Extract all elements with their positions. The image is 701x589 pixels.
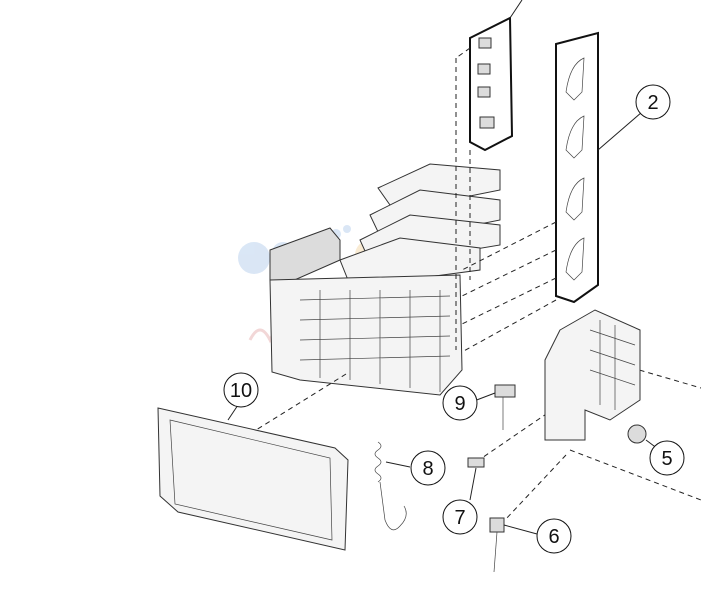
front-cover-part <box>157 404 349 551</box>
callout-8: 8 <box>410 450 446 486</box>
callout-7: 7 <box>442 499 478 535</box>
callout-label-7: 7 <box>454 507 465 529</box>
callout-label-10: 10 <box>230 380 252 402</box>
callout-5: 5 <box>649 440 685 476</box>
hinge-group <box>555 31 599 304</box>
knob-part <box>627 424 659 450</box>
callout-label-9: 9 <box>454 393 465 415</box>
side-frame <box>544 309 641 441</box>
callout-label-5: 5 <box>661 448 672 470</box>
callout-label-2: 2 <box>647 92 658 114</box>
leader-lines <box>239 47 701 521</box>
callout-10: 10 <box>223 372 259 408</box>
callout-2: 2 <box>635 84 671 120</box>
bracket-group-left <box>469 0 523 152</box>
callout-label-6: 6 <box>548 526 559 548</box>
callout-9: 9 <box>442 385 478 421</box>
spring-part <box>374 441 411 531</box>
tray-stack <box>269 163 501 396</box>
callout-6: 6 <box>536 518 572 554</box>
clip-part <box>467 457 485 501</box>
connector-part <box>489 517 538 573</box>
callout-label-8: 8 <box>422 458 433 480</box>
sensor-part <box>473 384 516 430</box>
